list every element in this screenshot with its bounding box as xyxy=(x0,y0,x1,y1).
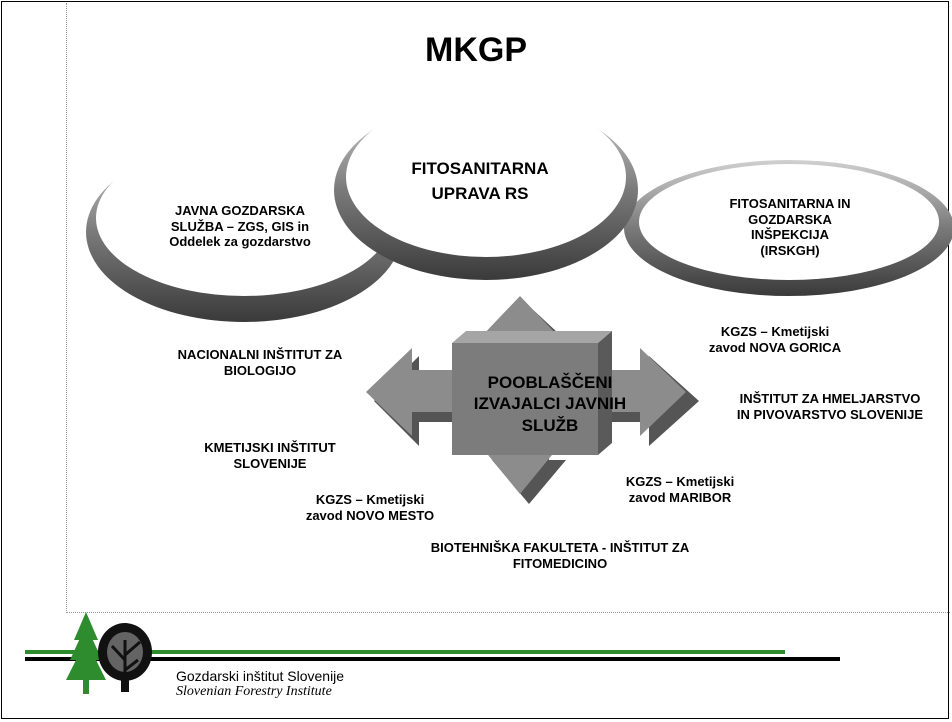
guide-line-horizontal xyxy=(66,612,950,613)
footer-institute-name-en: Slovenian Forestry Institute xyxy=(176,684,332,699)
org-label-nib: NACIONALNI INŠTITUT ZA BIOLOGIJO xyxy=(177,347,343,378)
ring-center xyxy=(334,97,638,280)
guide-line-vertical xyxy=(66,3,67,613)
circle-right-label: FITOSANITARNA IN GOZDARSKA INŠPEKCIJA (I… xyxy=(729,196,851,258)
org-label-kgzs-nova-gorica: KGZS – Kmetijski zavod NOVA GORICA xyxy=(708,324,842,355)
ring-right xyxy=(624,160,952,296)
diagram-title: MKGP xyxy=(425,31,527,69)
org-label-ihps: INŠTITUT ZA HMELJARSTVO IN PIVOVARSTVO S… xyxy=(736,391,924,422)
ring-left xyxy=(86,140,402,322)
four-way-arrow xyxy=(366,296,699,504)
arrow-center-label: POOBLAŠČENI IZVAJALCI JAVNIH SLUŽB xyxy=(473,373,627,435)
logo-conifer-icon xyxy=(66,612,106,694)
logo-deciduous-tree-icon xyxy=(98,623,152,692)
circle-center-label: FITOSANITARNA UPRAVA RS xyxy=(411,159,549,203)
circle-left-label: JAVNA GOZDARSKA SLUŽBA – ZGS, GIS in Odd… xyxy=(169,203,311,250)
org-label-bf-fitomedicina: BIOTEHNIŠKA FAKULTETA - INŠTITUT ZA FITO… xyxy=(430,540,690,571)
footer-lines xyxy=(25,650,840,661)
org-label-kgzs-maribor: KGZS – Kmetijski zavod MARIBOR xyxy=(625,474,735,505)
org-label-kis: KMETIJSKI INŠTITUT SLOVENIJE xyxy=(204,440,336,471)
footer-institute-name: Gozdarski inštitut Slovenije xyxy=(176,668,345,684)
org-label-kgzs-novo-mesto: KGZS – Kmetijski zavod NOVO MESTO xyxy=(305,492,435,523)
